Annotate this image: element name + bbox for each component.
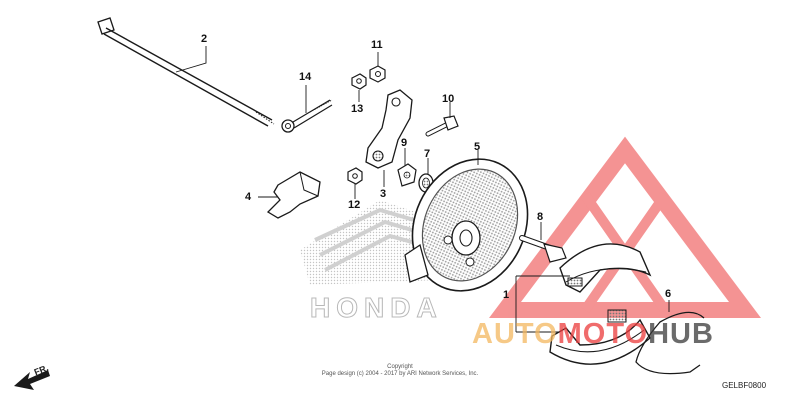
leader-lines xyxy=(175,46,670,333)
brake-shoe-upper xyxy=(559,243,652,293)
callout-13: 13 xyxy=(351,103,364,115)
callout-12: 12 xyxy=(348,199,361,211)
wear-indicator-plate xyxy=(397,163,417,187)
brake-panel xyxy=(404,158,529,292)
callout-11: 11 xyxy=(371,39,383,51)
brake-cam xyxy=(519,235,567,263)
nut-13 xyxy=(351,73,367,90)
honda-logo-text: HONDA xyxy=(310,292,443,324)
adjusting-bolt xyxy=(281,99,333,133)
callout-10: 10 xyxy=(442,93,455,105)
watermark-moto: MOTO xyxy=(557,318,649,350)
diagram-code: GELBF0800 xyxy=(722,381,767,390)
callout-5: 5 xyxy=(474,141,481,153)
brake-shoe-lower xyxy=(549,309,651,365)
copyright-text: Page design (c) 2004 - 2017 by ARI Netwo… xyxy=(321,371,479,377)
callout-9: 9 xyxy=(401,137,408,149)
callout-4: 4 xyxy=(245,191,252,203)
brake-arm xyxy=(365,89,413,169)
nut-12 xyxy=(347,167,363,185)
shoe-spring xyxy=(635,311,705,375)
bolt-10 xyxy=(425,115,459,137)
callout-6: 6 xyxy=(665,288,672,300)
nut-11 xyxy=(369,65,386,83)
watermark-logo: AUTOMOTOHUB xyxy=(472,318,714,351)
axle-bolt xyxy=(97,17,275,127)
front-direction-arrow xyxy=(14,370,50,390)
callout-2: 2 xyxy=(201,33,208,45)
callout-14: 14 xyxy=(299,71,312,83)
callout-1: 1 xyxy=(503,289,510,301)
callout-3: 3 xyxy=(380,188,387,200)
callout-7: 7 xyxy=(424,148,431,160)
callout-8: 8 xyxy=(537,211,544,223)
watermark-hub: HUB xyxy=(648,318,714,350)
copyright-title: Copyright xyxy=(387,364,413,370)
watermark-auto: AUTO xyxy=(472,318,558,350)
brake-cable-clip xyxy=(266,171,321,219)
copyright-notice: Copyright Page design (c) 2004 - 2017 by… xyxy=(300,364,500,378)
